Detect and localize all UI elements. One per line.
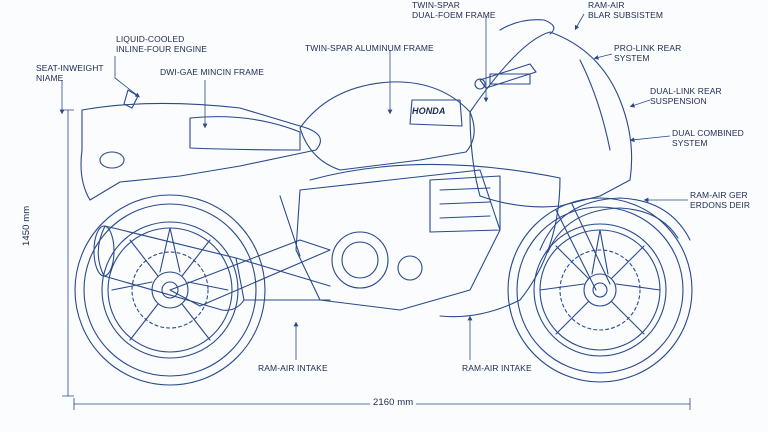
label-dual-combined: DUAL COMBINED SYSTEM [672, 128, 744, 148]
label-frame-center: TWIN-SPAR ALUMINUM FRAME [305, 43, 434, 53]
exhaust-muffler [93, 225, 331, 311]
label-engine: LIQUID-COOLED INLINE-FOUR ENGINE [116, 34, 208, 54]
tail-seat [80, 89, 321, 201]
label-frame-left: DWI-GAE MINCIN FRAME [160, 67, 264, 77]
fuel-tank [299, 81, 475, 171]
dimension-height: 1450 mm [21, 205, 32, 246]
label-ram-air-intake-right: RAM-AIR INTAKE [462, 363, 532, 373]
dimension-lines [62, 109, 691, 410]
label-prolink: PRO-LINK REAR SYSTEM [614, 43, 682, 63]
front-wheel [507, 197, 693, 383]
handlebar [474, 63, 537, 90]
front-fairing [469, 19, 633, 208]
lower-fairing [169, 163, 561, 318]
engine [295, 169, 501, 311]
label-ram-air-top: RAM-AIR BLAR SUBSISTEM [588, 0, 664, 20]
brand-badge: HONDA [412, 106, 446, 116]
dimension-length: 2160 mm [370, 398, 417, 408]
label-ram-air-ger: RAM-AIR GER ERDONS DEIR [690, 190, 751, 210]
label-seat: SEAT-INWEIGHT NIAME [36, 63, 104, 83]
label-frame-top: TWIN-SPAR DUAL-FOEM FRAME [412, 0, 496, 20]
callout-leaders [59, 13, 688, 360]
label-dual-rear: DUAL-LINK REAR SUSPENSION [650, 86, 722, 106]
label-ram-air-intake-left: RAM-AIR INTAKE [258, 363, 328, 373]
